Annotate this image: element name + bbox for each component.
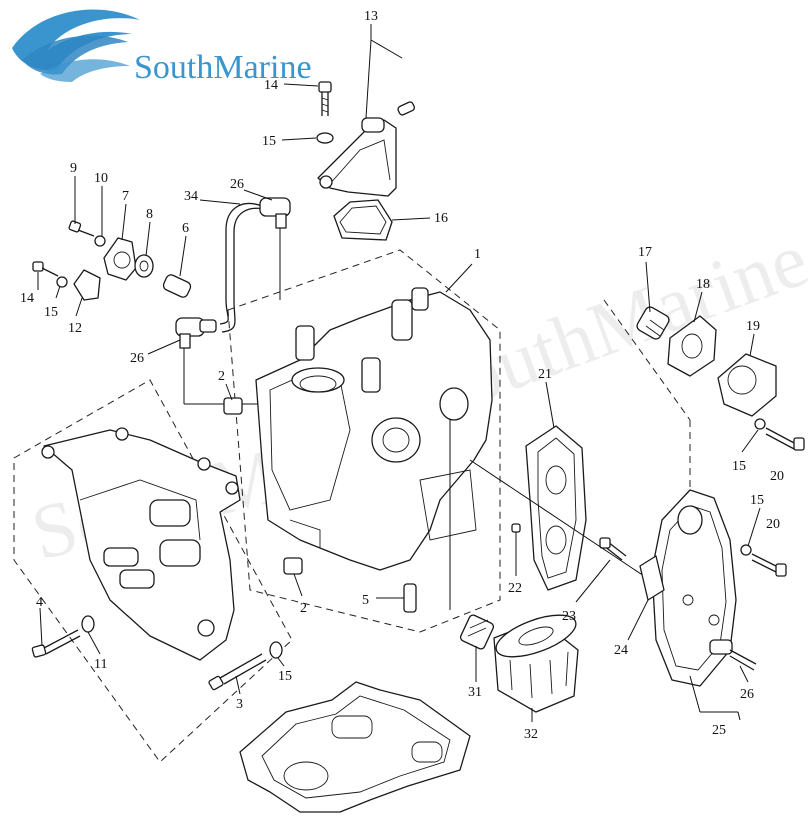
bolt-3 xyxy=(208,653,267,691)
fitting-26-right xyxy=(709,639,757,671)
callout-9: 9 xyxy=(70,161,77,176)
elbow-26-top xyxy=(259,197,291,229)
cylinder-block-box xyxy=(227,249,501,633)
callout-15-left: 15 xyxy=(44,305,58,320)
part-head-cover xyxy=(317,117,397,197)
callout-16: 16 xyxy=(434,211,448,226)
sensor-17 xyxy=(636,306,670,340)
fitting-31 xyxy=(459,614,495,650)
callout-7: 7 xyxy=(122,189,129,204)
callout-24: 24 xyxy=(614,643,628,658)
bolt-14-left xyxy=(32,261,59,277)
wave-logo-icon xyxy=(12,9,140,82)
callout-26-top: 26 xyxy=(230,177,244,192)
housing-19 xyxy=(717,353,777,417)
washer-15-top xyxy=(316,132,334,144)
seal-24 xyxy=(639,555,665,601)
washer-11 xyxy=(81,615,95,633)
callout-26-right: 26 xyxy=(740,687,754,702)
part-cylinder-block xyxy=(255,287,493,571)
axis-guide-1 xyxy=(469,459,651,581)
bolt-20-r2 xyxy=(751,553,787,577)
callout-20-r2: 20 xyxy=(766,517,780,532)
gasket-8 xyxy=(134,254,154,278)
washer-10 xyxy=(94,235,106,247)
callout-23: 23 xyxy=(562,609,576,624)
bolt-14-top xyxy=(318,81,332,116)
washer-15-r2 xyxy=(740,544,752,556)
callout-15-r1: 15 xyxy=(732,459,746,474)
elbow-26-mid xyxy=(175,317,217,349)
callout-6: 6 xyxy=(182,221,189,236)
callout-21: 21 xyxy=(538,367,552,382)
dowel-2-lower xyxy=(283,557,303,575)
intake-manifold-box xyxy=(13,379,293,763)
bracket-12 xyxy=(73,269,101,301)
callout-32: 32 xyxy=(524,727,538,742)
callout-20-r1: 20 xyxy=(770,469,784,484)
thermostat-cover-7 xyxy=(103,237,137,281)
sensor-dash-1 xyxy=(603,299,691,421)
callout-34: 34 xyxy=(184,189,198,204)
callout-31: 31 xyxy=(468,685,482,700)
gasket-21 xyxy=(525,425,587,591)
pin-top-right xyxy=(397,101,416,116)
gasket-bottom xyxy=(239,681,471,813)
callout-3: 3 xyxy=(236,697,243,712)
oil-filter-32 xyxy=(493,614,579,713)
pin-22 xyxy=(511,523,521,533)
callout-1: 1 xyxy=(474,247,481,262)
callout-14-left: 14 xyxy=(20,291,34,306)
callout-26-mid: 26 xyxy=(130,351,144,366)
callout-13: 13 xyxy=(364,9,378,24)
callout-15-bottom: 15 xyxy=(278,669,292,684)
callout-15-r2: 15 xyxy=(750,493,764,508)
callout-leaders xyxy=(37,24,761,722)
bolt-20-r1 xyxy=(765,427,805,451)
washer-15-left xyxy=(56,276,68,288)
callout-5: 5 xyxy=(362,593,369,608)
callout-12: 12 xyxy=(68,321,82,336)
callout-10: 10 xyxy=(94,171,108,186)
bolt-9 xyxy=(68,220,95,237)
bolt-23 xyxy=(599,537,627,561)
thermostat-6 xyxy=(162,274,192,298)
dowel-2-upper xyxy=(223,397,243,415)
hose-34 xyxy=(219,202,271,333)
part-intake-manifold xyxy=(41,427,241,661)
callout-11: 11 xyxy=(94,657,107,672)
callout-18: 18 xyxy=(696,277,710,292)
washer-15-bottom xyxy=(269,641,283,659)
callout-14-top: 14 xyxy=(264,78,278,93)
callout-8: 8 xyxy=(146,207,153,222)
bolt-4 xyxy=(31,629,81,658)
pump-cover-25 xyxy=(651,489,737,687)
callout-2-lower: 2 xyxy=(300,601,307,616)
callout-2-upper: 2 xyxy=(218,369,225,384)
gasket-18 xyxy=(667,315,717,377)
gasket-16 xyxy=(333,199,393,241)
callout-25: 25 xyxy=(712,723,726,738)
washer-15-r1 xyxy=(754,418,766,430)
callout-15-top: 15 xyxy=(262,134,276,149)
callout-19: 19 xyxy=(746,319,760,334)
plug-5 xyxy=(403,583,417,613)
callout-17: 17 xyxy=(638,245,652,260)
callout-labels: 13 14 15 16 26 34 9 10 7 8 6 14 15 12 26… xyxy=(20,9,784,742)
callout-22: 22 xyxy=(508,581,522,596)
callout-4: 4 xyxy=(36,595,43,610)
brand-name: SouthMarine xyxy=(134,49,312,86)
